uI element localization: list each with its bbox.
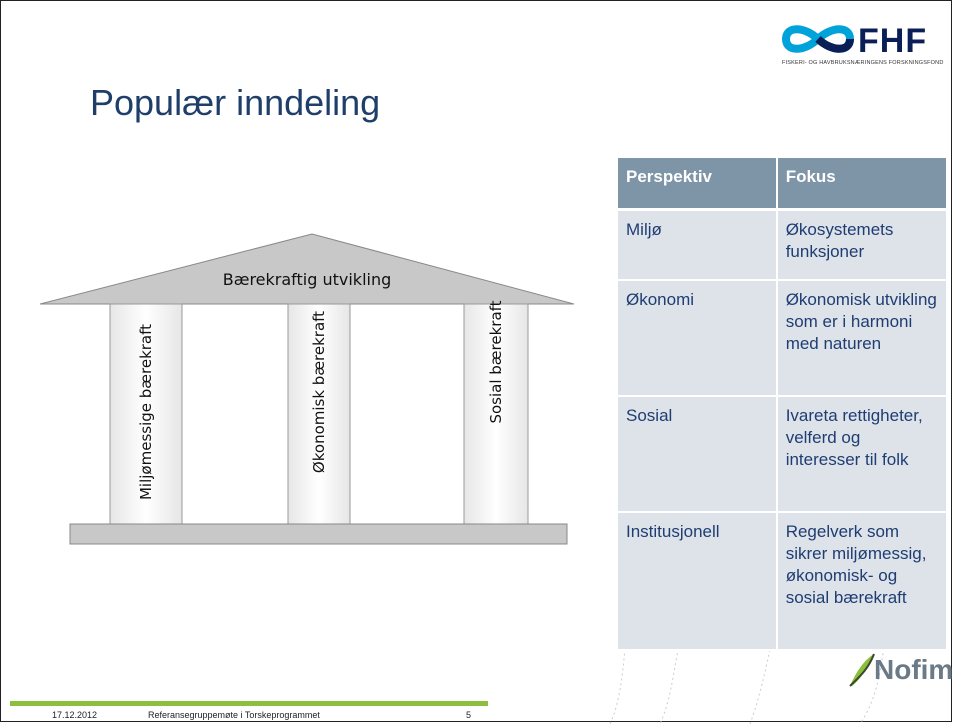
cell-fokus: Regelverk som sikrer miljømessig, økonom… [777, 513, 946, 651]
fhf-subtitle: FISKERI- OG HAVBRUKSNÆRINGENS FORSKNINGS… [782, 60, 944, 66]
pillar-label-social: Sosial bærekraft [487, 300, 505, 424]
cell-perspektiv: Økonomi [618, 281, 778, 397]
nofima-wordmark: Nofima [874, 654, 954, 685]
footer-date: 17.12.2012 [52, 710, 98, 720]
table-row: Miljø Økosystemets funksjoner [618, 211, 946, 281]
cell-fokus: Økosystemets funksjoner [777, 211, 946, 281]
temple-pillar-right [463, 303, 529, 525]
roof-label: Bærekraftig utvikling [222, 270, 392, 289]
temple-pillar-left [109, 303, 183, 525]
footer-page-number: 5 [466, 710, 472, 720]
cell-perspektiv: Institusjonell [618, 513, 778, 651]
header-perspektiv: Perspektiv [618, 158, 778, 211]
decorative-lines [609, 560, 901, 724]
perspective-focus-table: Perspektiv Fokus Miljø Økosystemets funk… [618, 158, 946, 651]
fhf-wordmark: FHF [858, 22, 928, 60]
table-header-row: Perspektiv Fokus [618, 158, 946, 211]
footer-event: Referansegruppemøte i Torskeprogrammet [148, 710, 320, 720]
sustainability-temple-diagram: Bærekraftig utvikling Miljømessige bærek… [40, 232, 574, 552]
cell-perspektiv: Miljø [618, 211, 778, 281]
pillar-label-economic: Økonomisk bærekraft [310, 310, 328, 474]
table-row: Økonomi Økonomisk utvikling som er i har… [618, 281, 946, 397]
temple-pillar-middle [287, 303, 351, 525]
page-title: Populær inndeling [90, 82, 381, 123]
pillar-label-environmental: Miljømessige bærekraft [137, 323, 155, 501]
header-fokus: Fokus [777, 158, 946, 211]
temple-base [69, 523, 568, 545]
table-row: Institusjonell Regelverk som sikrer milj… [618, 513, 946, 651]
nofima-logo: Nofima [846, 652, 954, 692]
cell-perspektiv: Sosial [618, 397, 778, 513]
fhf-infinity-icon [781, 25, 855, 53]
cell-fokus: Økonomisk utvikling som er i harmoni med… [777, 281, 946, 397]
nofima-leaf-icon [849, 653, 875, 687]
cell-fokus: Ivareta rettigheter, velferd og interess… [777, 397, 946, 513]
temple-shapes [40, 233, 574, 545]
footer-bar [10, 701, 488, 706]
fhf-logo: FHF FISKERI- OG HAVBRUKSNÆRINGENS FORSKN… [780, 20, 952, 68]
temple-roof [40, 233, 574, 305]
table-row: Sosial Ivareta rettigheter, velferd og i… [618, 397, 946, 513]
